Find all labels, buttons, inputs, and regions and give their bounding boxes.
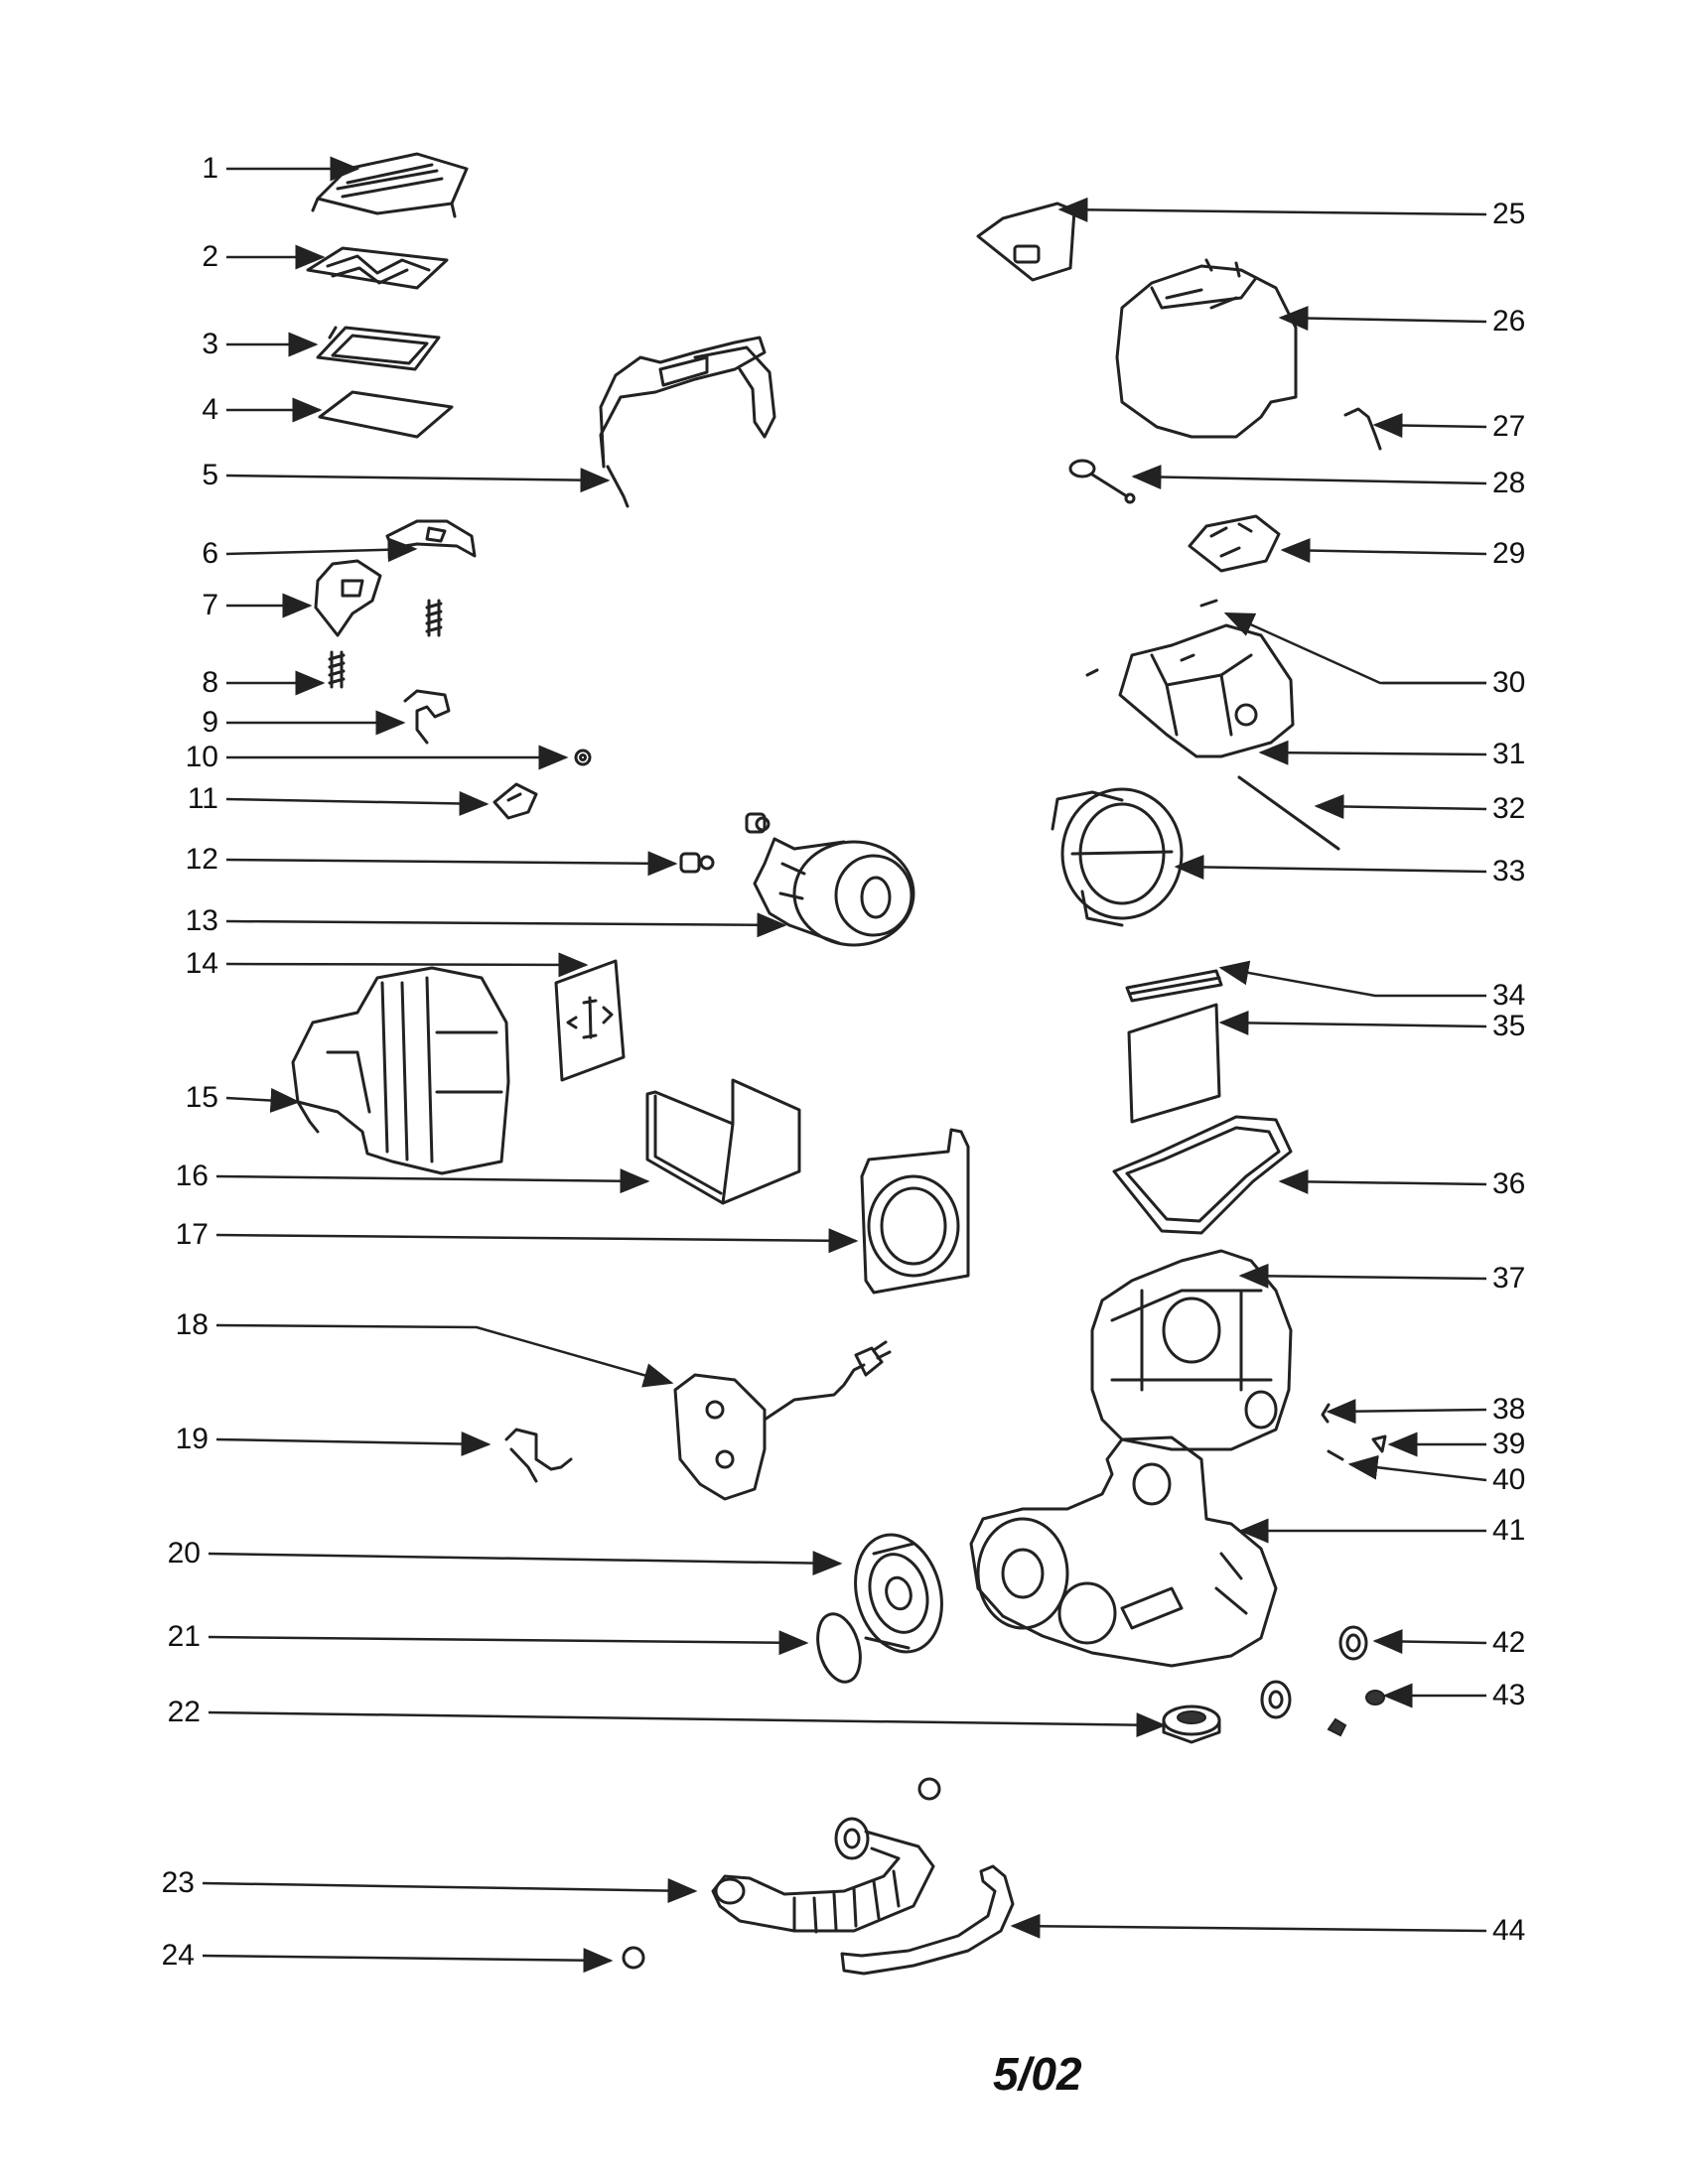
callout-22: 22 xyxy=(167,1696,201,1728)
callout-32: 32 xyxy=(1492,792,1526,825)
callout-38: 38 xyxy=(1492,1393,1526,1426)
callout-11: 11 xyxy=(187,782,218,815)
part-9-latch xyxy=(403,689,451,745)
part-3-filter-holder xyxy=(316,326,441,371)
part-20-filter-disc xyxy=(854,1533,943,1654)
callout-19: 19 xyxy=(175,1423,209,1455)
callout-37: 37 xyxy=(1492,1262,1526,1295)
callout-36: 36 xyxy=(1492,1167,1526,1200)
part-29-switch xyxy=(1188,514,1281,573)
callout-21: 21 xyxy=(167,1620,201,1653)
callout-10: 10 xyxy=(185,741,218,773)
callout-15: 15 xyxy=(185,1081,218,1114)
part-10-washer xyxy=(574,749,592,766)
part-33-bag-holder-ring xyxy=(1051,787,1184,927)
part-16-bag-frame xyxy=(645,1078,801,1205)
part-12-carbon-brushes xyxy=(679,812,771,874)
part-7-pedal xyxy=(314,559,382,637)
callout-29: 29 xyxy=(1492,537,1526,570)
part-38-39-40-small-clips xyxy=(1321,1403,1387,1461)
revision-date: 5/02 xyxy=(993,2048,1082,2100)
part-5-handle-housing xyxy=(599,336,776,508)
part-1-grille-cover xyxy=(311,152,469,218)
callout-3: 3 xyxy=(202,328,218,360)
callout-26: 26 xyxy=(1492,305,1526,338)
part-32-rod xyxy=(1237,775,1340,851)
callout-7: 7 xyxy=(202,589,218,621)
part-31-handle-base xyxy=(1118,623,1295,758)
callout-5: 5 xyxy=(202,459,218,491)
part-34-strip xyxy=(1125,969,1223,1003)
part-28-pin xyxy=(1068,459,1136,504)
part-8-spring xyxy=(328,650,346,689)
part-14-label xyxy=(554,959,626,1082)
callout-12: 12 xyxy=(185,843,218,876)
part-37-body-top xyxy=(1090,1249,1293,1451)
part-15-bag-housing xyxy=(291,966,510,1175)
callout-17: 17 xyxy=(175,1218,209,1251)
callout-42: 42 xyxy=(1492,1626,1526,1659)
part-43-caster xyxy=(1365,1690,1385,1706)
callout-13: 13 xyxy=(185,904,218,937)
callout-41: 41 xyxy=(1492,1514,1526,1547)
part-18-power-cord-assembly xyxy=(673,1340,892,1501)
part-44-hose xyxy=(840,1864,1015,1976)
leader-lines-left xyxy=(202,156,1167,1974)
callout-30: 30 xyxy=(1492,666,1526,699)
part-36-filter-frame xyxy=(1112,1115,1293,1235)
part-23-hose-coupling xyxy=(711,1777,941,1934)
part-6-button-cover xyxy=(385,519,477,558)
part-wheel-extra xyxy=(1260,1680,1347,1737)
callout-20: 20 xyxy=(167,1537,201,1570)
callout-31: 31 xyxy=(1492,738,1526,770)
callout-4: 4 xyxy=(202,393,218,426)
part-35-filter-pad xyxy=(1127,1003,1221,1124)
callout-28: 28 xyxy=(1492,467,1526,499)
callout-33: 33 xyxy=(1492,855,1526,887)
part-26-top-cover xyxy=(1115,258,1298,439)
callout-25: 25 xyxy=(1492,198,1526,230)
part-2-filter-frame xyxy=(306,246,449,290)
part-17-seal-plate xyxy=(860,1128,970,1295)
callout-16: 16 xyxy=(175,1160,209,1192)
callout-2: 2 xyxy=(202,240,218,273)
part-spring-upper xyxy=(425,599,443,637)
part-11-clip xyxy=(492,782,538,820)
callout-34: 34 xyxy=(1492,979,1526,1012)
callout-35: 35 xyxy=(1492,1010,1526,1042)
part-13-motor xyxy=(753,837,915,947)
callout-27: 27 xyxy=(1492,410,1526,443)
leader-lines-right xyxy=(1010,197,1487,1939)
part-21-gasket xyxy=(816,1612,862,1684)
callout-6: 6 xyxy=(202,537,218,570)
part-4-filter-pad xyxy=(318,390,454,439)
callout-18: 18 xyxy=(175,1308,209,1341)
callout-8: 8 xyxy=(202,666,218,699)
part-24-o-ring xyxy=(622,1946,645,1970)
callout-9: 9 xyxy=(202,706,218,739)
callout-1: 1 xyxy=(202,152,218,185)
callout-23: 23 xyxy=(161,1866,195,1899)
part-42-wheel xyxy=(1338,1625,1368,1661)
part-19-cable xyxy=(504,1428,573,1483)
part-41-base xyxy=(969,1435,1278,1668)
callout-43: 43 xyxy=(1492,1679,1526,1711)
callout-44: 44 xyxy=(1492,1914,1526,1947)
part-30-screws xyxy=(1085,599,1218,677)
callout-24: 24 xyxy=(161,1939,195,1972)
callout-40: 40 xyxy=(1492,1463,1526,1496)
callout-39: 39 xyxy=(1492,1428,1526,1460)
part-22-cap xyxy=(1162,1705,1221,1744)
part-27-wire-clip xyxy=(1343,407,1382,451)
callout-14: 14 xyxy=(185,947,218,980)
part-25-indicator-plate xyxy=(976,202,1076,282)
